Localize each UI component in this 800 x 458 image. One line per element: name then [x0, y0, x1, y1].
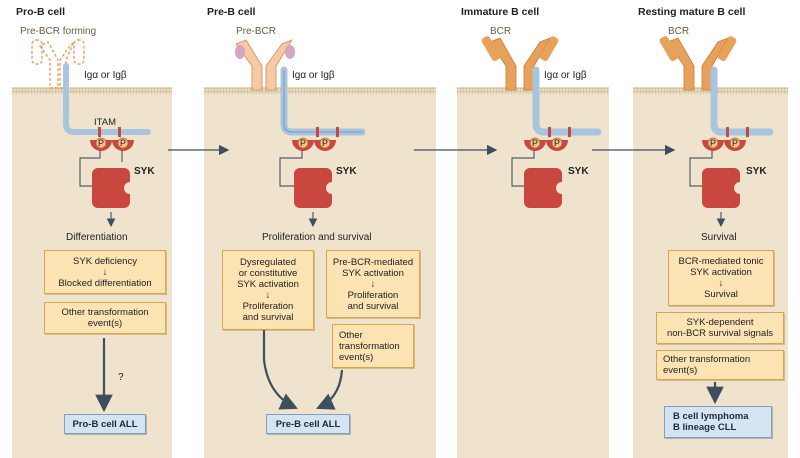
- outcome-survival: Survival: [701, 232, 737, 243]
- box-text: Blocked differentiation: [58, 277, 152, 289]
- syk-label-col2: SYK: [336, 166, 357, 177]
- label-pre-bcr: Pre-BCR: [236, 26, 277, 37]
- phospho-label: P: [322, 138, 329, 148]
- phospho-label: P: [532, 138, 539, 148]
- box-other-transformation-col1: Other transformation event(s): [44, 302, 166, 334]
- box-text: SYK deficiency: [73, 255, 137, 267]
- result-pre-b-all: Pre-B cell ALL: [266, 414, 350, 434]
- box-syk-deficiency: SYK deficiency ↓ Blocked differentiation: [44, 250, 166, 294]
- box-text: Proliferation: [347, 289, 399, 301]
- syk-label-col4: SYK: [746, 166, 767, 177]
- bcr-receptor-mature: [659, 36, 774, 136]
- question-mark: ?: [118, 372, 124, 383]
- box-text: event(s): [339, 351, 374, 363]
- pre-bcr-forming-receptor: [31, 39, 85, 89]
- syk-label-col3: SYK: [568, 166, 589, 177]
- down-arrow-icon: ↓: [718, 278, 724, 289]
- syk-enzyme-col2: [279, 140, 338, 208]
- box-text: Survival: [704, 289, 738, 300]
- box-text: Dysregulated: [240, 257, 296, 268]
- box-text: SYK activation: [342, 267, 404, 279]
- phospho-label: P: [120, 138, 127, 148]
- box-text: and survival: [347, 300, 399, 312]
- box-dysregulated-syk: Dysregulated or constitutive SYK activat…: [222, 250, 314, 330]
- phospho-label: P: [98, 138, 105, 148]
- result-text: Pre-B cell ALL: [275, 418, 341, 430]
- label-ig-col2: Igα or Igβ: [292, 70, 335, 81]
- box-text: event(s): [663, 365, 698, 376]
- ig-chain-col1: [63, 63, 151, 135]
- box-text: transformation: [339, 340, 400, 352]
- label-ig-col3: Igα or Igβ: [544, 70, 587, 81]
- box-other-transformation-col4: Other transformation event(s): [656, 350, 784, 380]
- itam-marks: [98, 127, 749, 137]
- phospho-circles: [95, 137, 741, 149]
- result-text: B lineage CLL: [673, 422, 737, 433]
- box-text: event(s): [87, 318, 123, 329]
- result-text: Pro-B cell ALL: [72, 418, 138, 430]
- phospho-label: P: [300, 138, 307, 148]
- syk-down-arrows: [106, 212, 726, 228]
- label-pre-bcr-forming: Pre-BCR forming: [20, 26, 97, 37]
- box-text: BCR-mediated tonic: [678, 256, 764, 267]
- result-text: B cell lymphoma: [673, 411, 749, 422]
- box-text: SYK activation: [237, 279, 299, 290]
- label-bcr-immature: BCR: [490, 26, 512, 37]
- label-ig-col1: Igα or Igβ: [84, 70, 127, 81]
- phospho-label: P: [554, 138, 561, 148]
- box-text: Pre-BCR-mediated: [332, 256, 414, 268]
- box-text: Other transformation: [61, 307, 149, 318]
- outcome-proliferation-survival: Proliferation and survival: [262, 232, 372, 243]
- box-text: Other transformation: [663, 354, 751, 365]
- syk-label-col1: SYK: [134, 166, 155, 177]
- box-text: non-BCR survival signals: [666, 328, 774, 339]
- pre-bcr-receptor: [235, 39, 366, 136]
- header-pro-b: Pro-B cell: [16, 6, 66, 18]
- header-pre-b: Pre-B cell: [207, 6, 256, 18]
- box-syk-dependent-signals: SYK-dependent non-BCR survival signals: [656, 312, 784, 344]
- down-arrow-icon: ↓: [370, 278, 376, 290]
- outcome-differentiation: Differentiation: [66, 232, 128, 243]
- phospho-label: P: [732, 138, 739, 148]
- box-bcr-tonic-syk: BCR-mediated tonic SYK activation ↓ Surv…: [668, 250, 774, 306]
- phospho-label: P: [710, 138, 717, 148]
- down-arrow-icon: ↓: [102, 266, 108, 278]
- result-pro-b-all: Pro-B cell ALL: [64, 414, 146, 434]
- header-mature-b: Resting mature B cell: [638, 6, 746, 18]
- bcr-receptor-immature: [481, 36, 602, 136]
- box-other-transformation-col2: Other transformation event(s): [332, 324, 414, 368]
- box-text: Proliferation: [242, 301, 294, 312]
- header-immature-b: Immature B cell: [461, 6, 540, 18]
- box-text: Other: [339, 329, 363, 341]
- box-pre-bcr-syk: Pre-BCR-mediated SYK activation ↓ Prolif…: [326, 250, 420, 318]
- label-bcr-mature: BCR: [668, 26, 690, 37]
- box-text: and survival: [242, 312, 294, 323]
- box-text: or constitutive: [238, 268, 298, 279]
- down-arrow-icon: ↓: [265, 290, 271, 301]
- box-text: SYK-dependent: [686, 317, 754, 328]
- pathway-arrows: [95, 330, 724, 413]
- box-text: SYK activation: [690, 267, 752, 278]
- result-lymphoma-cll: B cell lymphoma B lineage CLL: [664, 406, 772, 438]
- label-itam: ITAM: [94, 117, 116, 128]
